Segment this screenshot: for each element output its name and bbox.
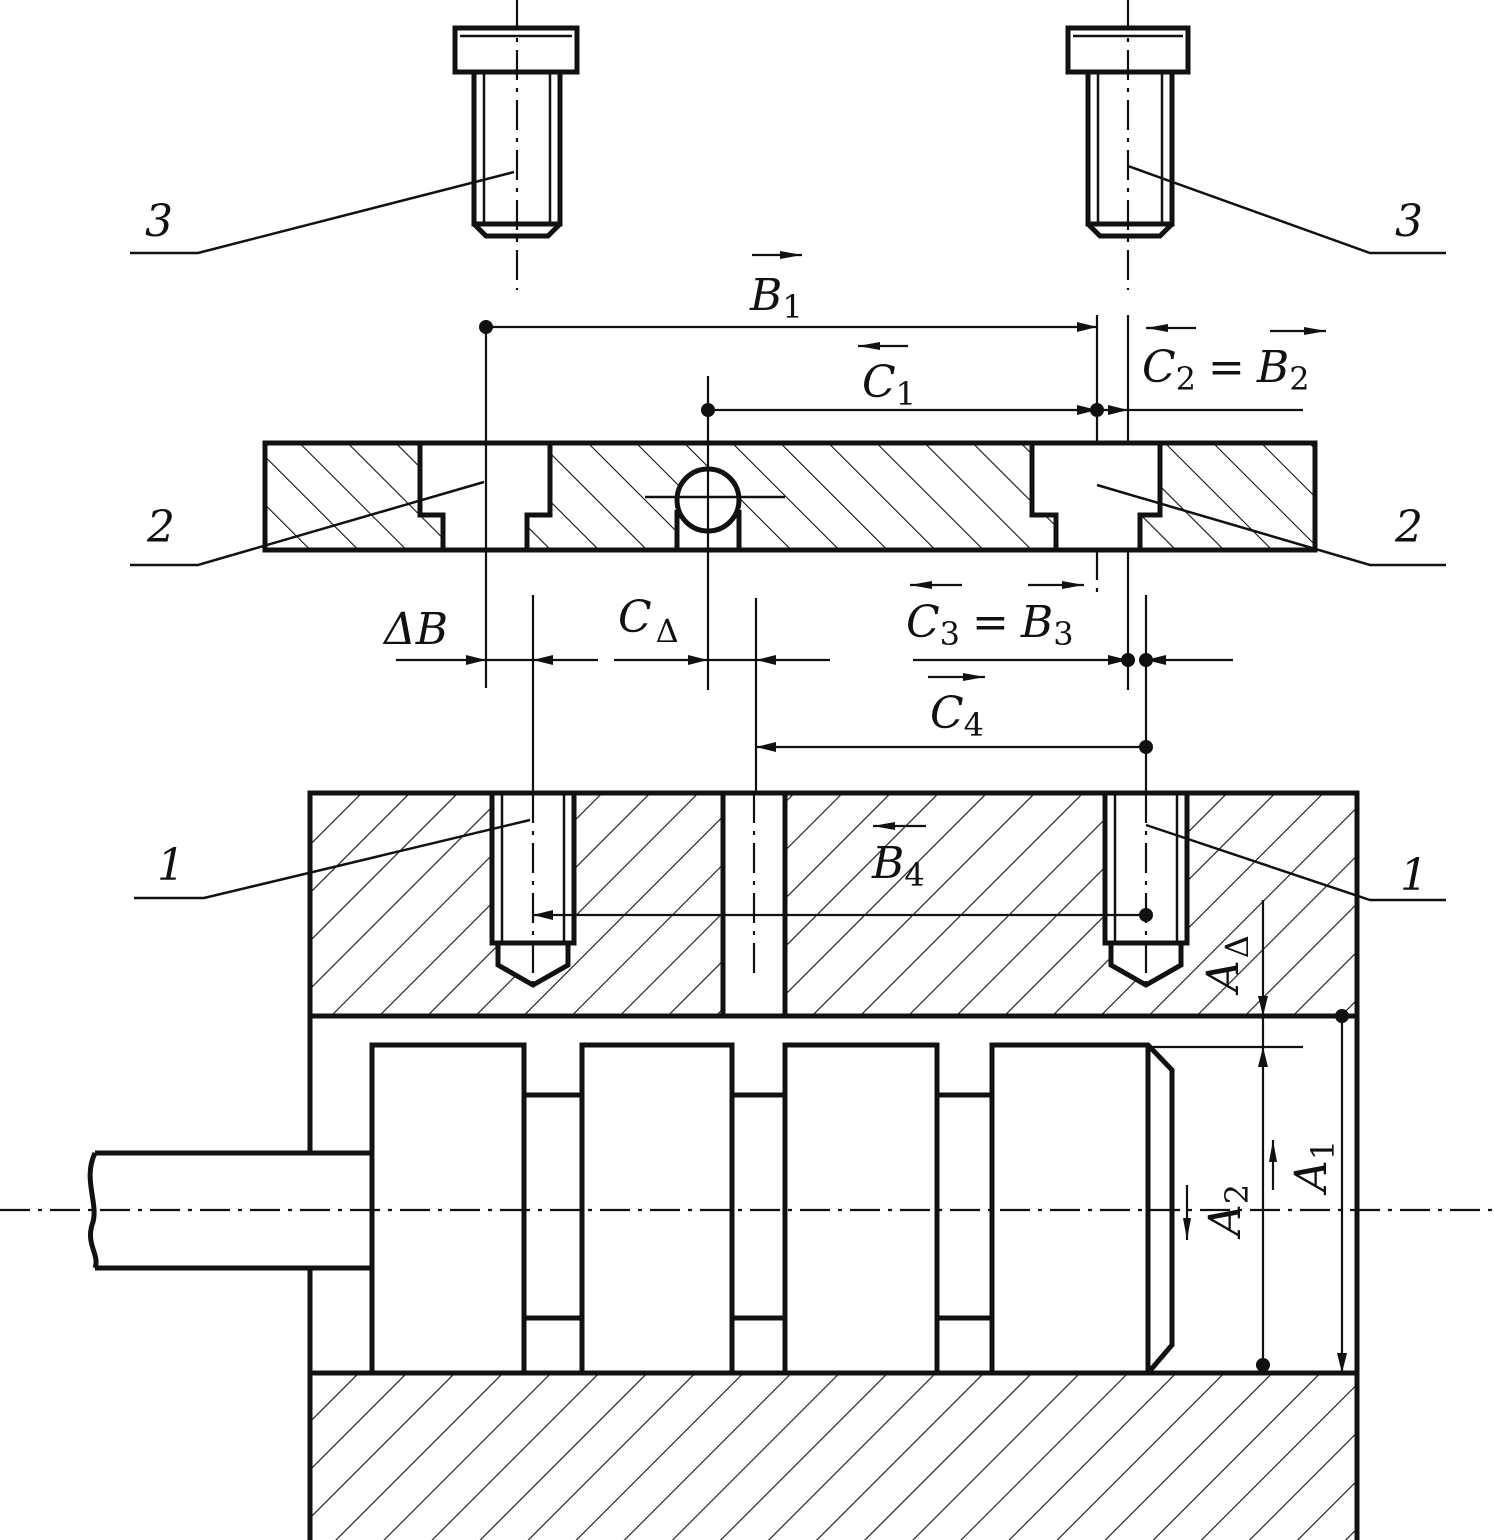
- label-part-1-right: 1: [1400, 850, 1428, 901]
- housing-part-1: [307, 790, 1360, 1540]
- dim-a1-label: A1: [1286, 1140, 1342, 1196]
- dimension-lines: [396, 251, 1349, 1373]
- dim-b1-label: B1: [749, 270, 803, 326]
- screw-right: [1065, 0, 1191, 290]
- label-part-3-right: 3: [1395, 196, 1423, 247]
- label-part-1-left: 1: [157, 840, 185, 891]
- dim-a2-label: A2: [1200, 1184, 1256, 1240]
- gear-stack: [0, 1042, 1494, 1376]
- dim-c3-eq-b3-label: C3=B3: [906, 597, 1074, 653]
- label-part-3-left: 3: [145, 196, 173, 247]
- dim-delta-b-label: ΔB: [382, 604, 448, 655]
- plate-part-2: [262, 440, 1318, 553]
- dim-b4-label: B4: [871, 838, 925, 894]
- screw-left: [452, 0, 580, 290]
- dim-c1-label: C1: [862, 357, 916, 413]
- label-part-2-left: 2: [146, 502, 175, 553]
- dim-c2-eq-b2-label: C2=B2: [1142, 342, 1310, 398]
- dim-a-delta-label: AΔ: [1198, 935, 1256, 996]
- part-leaders: [130, 164, 1446, 902]
- label-part-2-right: 2: [1394, 502, 1423, 553]
- dim-c4-label: C4: [930, 688, 984, 744]
